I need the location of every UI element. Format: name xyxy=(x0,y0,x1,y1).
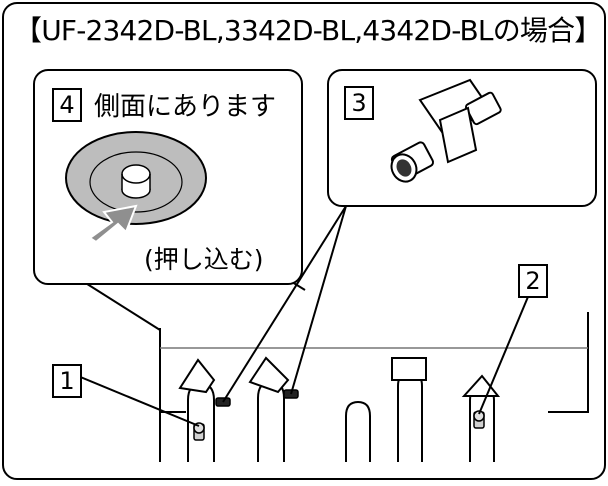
panel-3-coupler xyxy=(390,78,502,183)
callout-2-number: 2 xyxy=(518,264,548,298)
panel-4-heading: 側面にあります xyxy=(94,92,277,122)
pipe-4-cap xyxy=(391,357,427,381)
pipe-3 xyxy=(345,400,371,462)
page-title: 【UF-2342D-BL,3342D-BL,4342D-BLの場合】 xyxy=(14,14,602,47)
valves xyxy=(193,389,485,441)
callout-3-number: 3 xyxy=(344,86,374,120)
pipe-1-cap xyxy=(178,358,216,394)
push-arrow xyxy=(88,204,138,244)
pipe-4 xyxy=(397,370,423,462)
push-button xyxy=(121,164,151,184)
panel-4-illustration xyxy=(65,131,207,244)
leaders xyxy=(77,205,531,427)
tank xyxy=(159,312,589,462)
pipes xyxy=(178,356,501,462)
panel-4-instruction: (押し込む) xyxy=(144,245,264,274)
pipe-2-cap xyxy=(248,356,290,394)
callout-1-number: 1 xyxy=(52,364,82,398)
pipe-2 xyxy=(257,380,285,462)
callout-4-number: 4 xyxy=(52,88,82,122)
outer-frame xyxy=(2,2,606,480)
